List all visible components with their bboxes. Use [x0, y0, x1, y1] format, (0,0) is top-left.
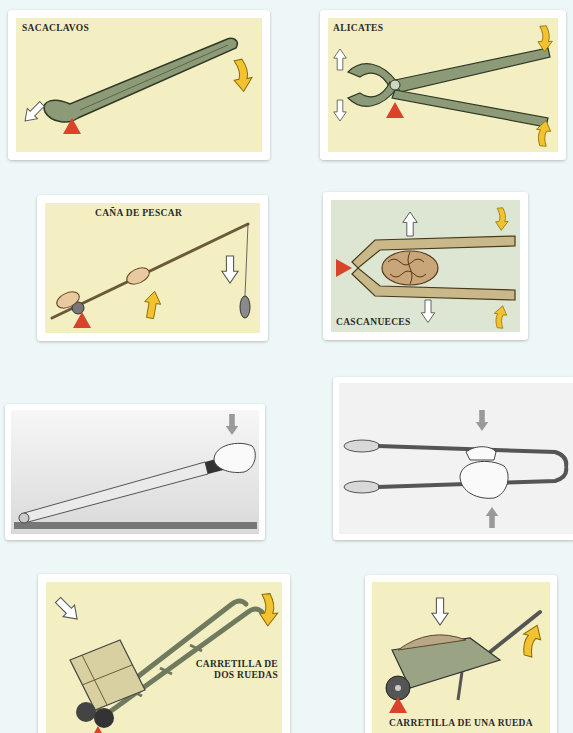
tool-label: ALICATES: [333, 23, 383, 34]
truck-wheel: [94, 708, 114, 728]
card-ground: [339, 383, 573, 534]
lever-panel: ALICATES: [320, 10, 566, 160]
tongs-tip: [344, 481, 380, 493]
hand-truck-panel: [38, 574, 290, 733]
hand: [214, 443, 255, 472]
nail-puller-bar: [44, 38, 237, 122]
card-ground: [328, 18, 558, 152]
card-frame: [365, 575, 557, 733]
fish: [240, 296, 250, 318]
load-arrow: [20, 99, 47, 126]
load-arrow: [222, 256, 238, 283]
load-arrow: [421, 300, 435, 323]
walnut-shell: [388, 252, 426, 284]
tongs-panel: [333, 377, 573, 540]
fulcrum-triangle: [63, 118, 81, 134]
force-arrow: [226, 414, 239, 435]
lever-panel: CARRETILLA DE DOS RUEDAS: [38, 574, 290, 733]
tool-label: CAÑA DE PESCAR: [95, 208, 182, 219]
fulcrum-triangle: [386, 102, 404, 118]
cutter-blade: [24, 462, 208, 522]
card-frame: [5, 404, 265, 540]
fulcrum-triangle: [389, 697, 407, 713]
nutcracker-panel: [323, 192, 528, 340]
thumb: [466, 447, 496, 460]
pliers-panel: [320, 10, 566, 160]
walnut: [382, 251, 438, 285]
effort-arrow: [518, 623, 544, 659]
card-frame: [38, 574, 290, 733]
load-arrow: [334, 100, 347, 121]
barrow-leg: [458, 672, 462, 700]
paper-cutter-panel: [5, 404, 265, 540]
fulcrum-triangle: [73, 312, 91, 328]
force-arrow: [476, 410, 489, 431]
card-frame: [37, 195, 268, 341]
load-arrow: [432, 598, 448, 625]
pliers-handle: [392, 90, 548, 127]
card-ground: [11, 410, 259, 534]
force-arrow: [486, 507, 499, 528]
effort-arrow: [142, 290, 163, 319]
effort-arrow: [535, 120, 552, 147]
fulcrum-triangle: [336, 259, 352, 277]
tool-label: SACACLAVOS: [22, 23, 89, 34]
truck-wheel: [76, 702, 96, 722]
barrow-wheel: [386, 676, 410, 700]
lever-panel: CASCANUECES: [323, 192, 528, 340]
card-frame: [8, 10, 270, 160]
tongs-tip: [344, 440, 380, 452]
nail-puller-panel: [8, 10, 270, 160]
card-frame: [323, 192, 528, 340]
lever-panel: CAÑA DE PESCAR: [37, 195, 268, 341]
load-arrow: [52, 594, 83, 625]
fishing-rod-panel: [37, 195, 268, 341]
effort-arrow: [537, 25, 554, 52]
lever-panel: SACACLAVOS: [8, 10, 270, 160]
load-arrow: [334, 49, 347, 70]
fishing-line: [245, 224, 248, 296]
bar-shading: [80, 45, 228, 110]
card-frame: [320, 10, 566, 160]
card-ground: [16, 18, 262, 152]
card-ground: [331, 200, 520, 332]
fulcrum-triangle: [89, 726, 107, 733]
pliers-handle: [395, 48, 550, 92]
wheelbarrow-panel: [365, 575, 557, 733]
cutter-pivot: [19, 513, 29, 523]
effort-arrow: [230, 58, 254, 93]
pliers-pivot: [390, 80, 400, 90]
effort-arrow: [258, 593, 279, 626]
cutter-base: [14, 522, 257, 529]
effort-arrow: [494, 207, 509, 230]
card-frame: [333, 377, 573, 540]
barrow-load: [398, 635, 466, 650]
cargo-box: [70, 640, 145, 710]
cargo-rope: [82, 655, 132, 705]
load-arrow: [403, 212, 417, 236]
tool-label: CARRETILLA DE UNA RUEDA: [389, 718, 533, 729]
card-ground: [45, 203, 260, 333]
card-ground: [372, 582, 550, 733]
tool-label: CASCANUECES: [336, 317, 411, 328]
card-ground: [46, 582, 282, 733]
lever-panel: CARRETILLA DE UNA RUEDA: [365, 575, 557, 733]
wheel-hub: [395, 685, 401, 691]
effort-arrow: [493, 305, 508, 328]
hand: [460, 461, 508, 498]
tool-label: CARRETILLA DE DOS RUEDAS: [188, 659, 278, 681]
hand: [54, 289, 82, 312]
hand: [124, 265, 152, 288]
